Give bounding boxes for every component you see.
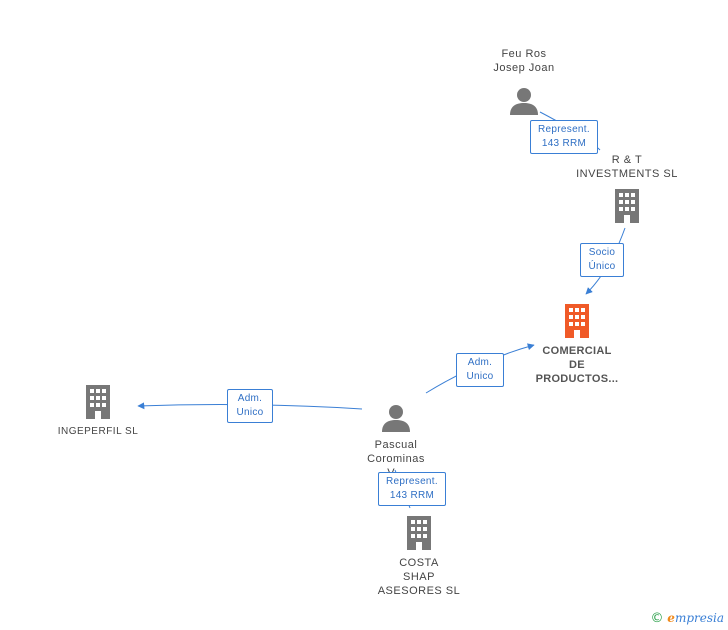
person-icon — [510, 88, 538, 115]
person-icon — [382, 405, 410, 432]
building-icon — [565, 304, 589, 338]
node-rt-investments[interactable]: R & T INVESTMENTS SL — [572, 153, 682, 223]
node-feu-ros[interactable]: Feu Ros Josep Joan — [474, 47, 574, 115]
brand-initial: e — [667, 611, 675, 625]
node-label: Feu Ros Josep Joan — [493, 48, 555, 74]
copyright-icon: © — [650, 611, 664, 626]
node-ingeperfil[interactable]: INGEPERFIL SL — [48, 385, 148, 439]
node-comercial-productos[interactable]: COMERCIAL DE PRODUCTOS... — [525, 304, 629, 386]
node-costa-shap[interactable]: COSTA SHAP ASESORES SL — [369, 516, 469, 598]
building-icon — [86, 385, 110, 419]
relation-badge-socio-unico[interactable]: Socio Único — [580, 243, 624, 277]
building-icon — [407, 516, 431, 550]
relation-badge-adm-unico[interactable]: Adm. Unico — [227, 389, 273, 423]
relation-badge-represent[interactable]: Represent. 143 RRM — [378, 472, 446, 506]
node-label: INGEPERFIL SL — [57, 426, 139, 437]
node-label: R & T INVESTMENTS SL — [576, 154, 678, 180]
building-icon — [615, 189, 639, 223]
node-label: COSTA SHAP ASESORES SL — [377, 557, 461, 597]
node-label: COMERCIAL DE PRODUCTOS... — [535, 345, 619, 385]
brand-name: mpresia — [674, 611, 724, 625]
node-pascual-corominas[interactable]: Pascual Corominas V... — [346, 404, 446, 480]
relation-badge-represent[interactable]: Represent. 143 RRM — [530, 120, 598, 154]
empresia-logo: © empresia — [650, 611, 724, 626]
relation-badge-adm-unico[interactable]: Adm. Unico — [456, 353, 504, 387]
